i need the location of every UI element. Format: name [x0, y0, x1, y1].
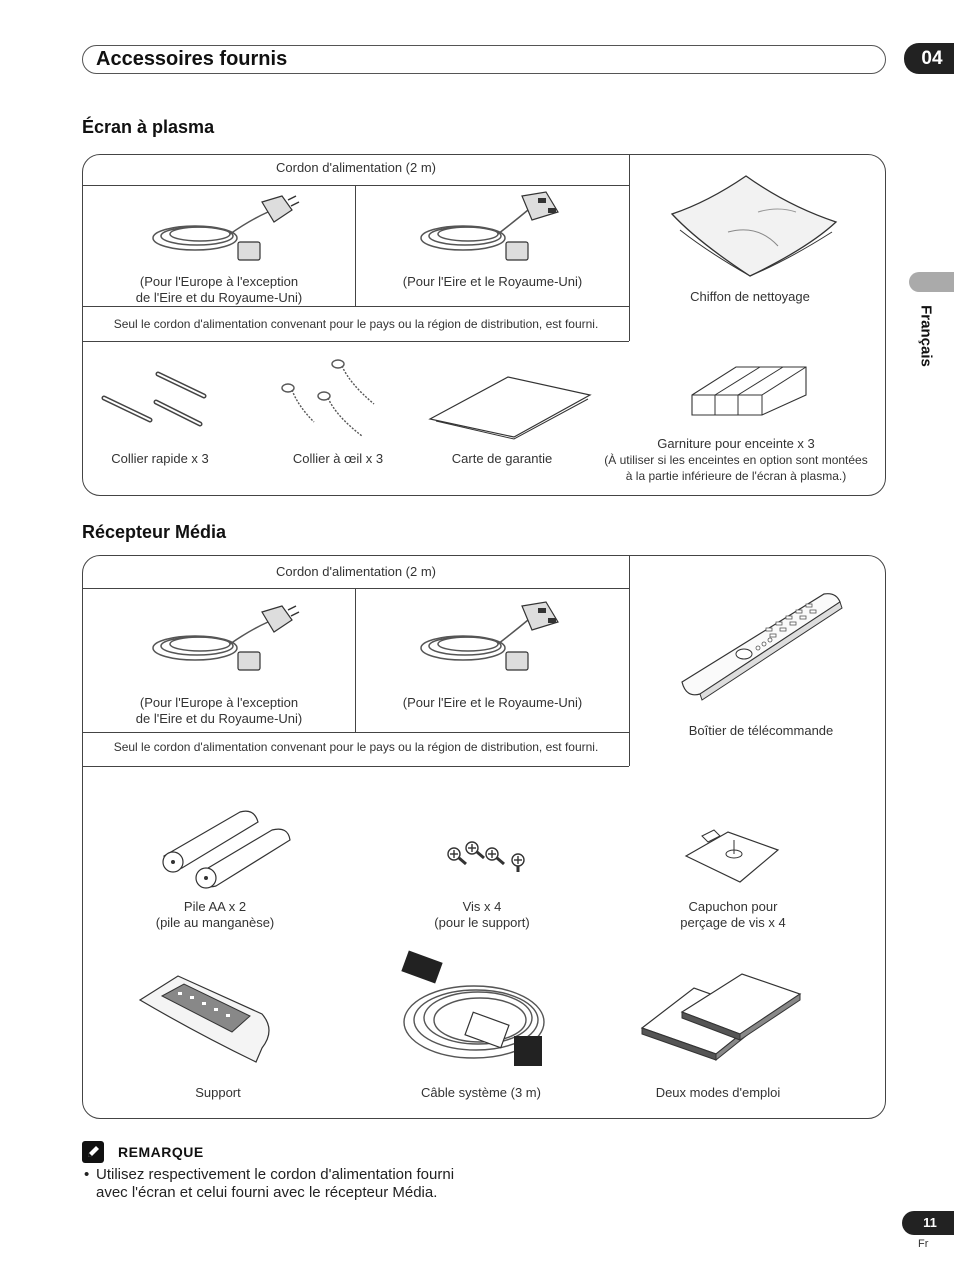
cleaning-cloth-icon	[670, 175, 838, 277]
screw-cap-label-line: Capuchon pour	[688, 899, 778, 914]
table-divider	[83, 732, 629, 733]
eye-clamp-label: Collier à œil x 3	[292, 451, 384, 466]
table-divider	[83, 306, 629, 307]
note-icon	[82, 1141, 104, 1163]
battery-label-line: Pile AA x 2	[183, 899, 247, 914]
eu-power-cord-icon	[152, 195, 300, 261]
table-divider	[629, 155, 630, 341]
eu-power-cord-icon	[152, 605, 300, 671]
speaker-pad-note: (À utiliser si les enceintes en option s…	[604, 453, 868, 467]
warranty-card-label: Carte de garantie	[451, 451, 553, 466]
table-divider	[83, 341, 629, 342]
remote-control-label: Boîtier de télécommande	[688, 723, 834, 738]
stand-icon	[138, 975, 270, 1063]
section-title-plasma: Écran à plasma	[82, 117, 215, 137]
language-label: Français	[917, 305, 935, 367]
screw-cap-label: Capuchon pour perçage de vis x 4	[650, 899, 816, 931]
table-divider	[355, 588, 356, 732]
chapter-header-bar	[82, 45, 886, 74]
cable-tie-label: Collier rapide x 3	[111, 451, 209, 466]
table-divider	[629, 556, 630, 766]
cord-supply-note: Seul le cordon d'alimentation convenant …	[113, 740, 599, 754]
cord-uk-label: (Pour l'Eire et le Royaume-Uni)	[402, 695, 583, 710]
speaker-pad-note: à la partie inférieure de l'écran à plas…	[625, 469, 847, 483]
eye-clamp-icon	[281, 359, 375, 437]
page-title: Accessoires fournis	[96, 48, 288, 70]
remote-control-icon	[681, 593, 843, 701]
table-divider	[83, 185, 629, 186]
battery-icon	[162, 810, 291, 889]
screw-label: Vis x 4 (pour le support)	[400, 899, 564, 931]
note-body: Utilisez respectivement le cordon d'alim…	[96, 1166, 455, 1201]
cord-eu-label-line: (Pour l'Europe à l'exception	[139, 695, 299, 710]
language-tab: Français	[913, 296, 939, 376]
screw-cap-label-line: perçage de vis x 4	[680, 915, 786, 930]
note-title: REMARQUE	[118, 1144, 204, 1160]
cable-tie-icon	[101, 371, 207, 427]
cord-eu-label-line: de l'Eire et du Royaume-Uni)	[135, 711, 303, 726]
cord-eu-label-line: de l'Eire et du Royaume-Uni)	[135, 290, 303, 305]
cord-supply-note: Seul le cordon d'alimentation convenant …	[113, 317, 599, 331]
page-language: Fr	[918, 1238, 929, 1250]
screw-label-line: (pour le support)	[434, 915, 530, 930]
screw-label-line: Vis x 4	[462, 899, 502, 914]
cord-header: Cordon d'alimentation (2 m)	[276, 160, 436, 175]
cord-uk-label: (Pour l'Eire et le Royaume-Uni)	[402, 274, 583, 289]
cord-eu-label: (Pour l'Europe à l'exception de l'Eire e…	[83, 274, 355, 306]
manuals-label: Deux modes d'emploi	[655, 1085, 781, 1100]
cord-eu-label-line: (Pour l'Europe à l'exception	[139, 274, 299, 289]
screw-cap-icon	[684, 829, 780, 883]
battery-label: Pile AA x 2 (pile au manganèse)	[120, 899, 310, 931]
language-tab-marker	[909, 272, 954, 292]
stand-label: Support	[195, 1085, 241, 1100]
cord-eu-label: (Pour l'Europe à l'exception de l'Eire e…	[83, 695, 355, 727]
battery-label-line: (pile au manganèse)	[155, 915, 275, 930]
uk-power-cord-icon	[420, 601, 559, 671]
speaker-pad-icon	[691, 366, 807, 416]
uk-power-cord-icon	[420, 191, 559, 261]
table-divider	[355, 185, 356, 306]
speaker-pad-label: Garniture pour enceinte x 3	[657, 436, 815, 451]
section-title-receiver: Récepteur Média	[82, 522, 227, 542]
cleaning-cloth-label: Chiffon de nettoyage	[690, 289, 810, 304]
table-divider	[83, 766, 629, 767]
table-divider	[83, 588, 629, 589]
note-bullet: •	[84, 1166, 90, 1183]
system-cable-icon	[401, 950, 545, 1066]
manuals-icon	[640, 973, 802, 1062]
cord-header: Cordon d'alimentation (2 m)	[276, 564, 436, 579]
page-number: 11	[902, 1211, 954, 1235]
note-text: • Utilisez respectivement le cordon d'al…	[84, 1166, 464, 1202]
system-cable-label: Câble système (3 m)	[421, 1085, 541, 1100]
chapter-number: 04	[904, 43, 954, 74]
screw-icon	[447, 841, 525, 872]
warranty-card-icon	[428, 376, 592, 440]
